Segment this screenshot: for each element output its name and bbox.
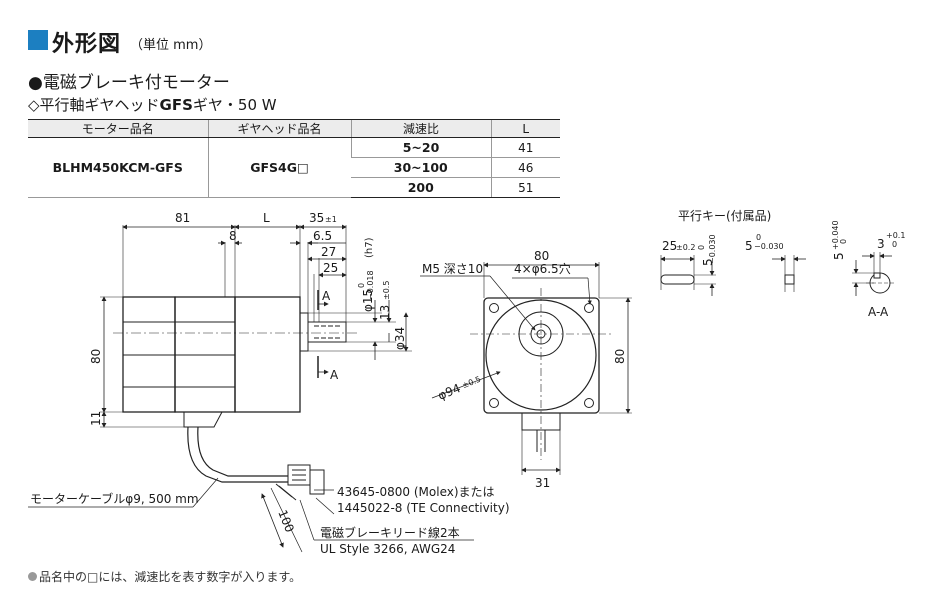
spec-table: モーター品名 ギヤヘッド品名 減速比 L BLHM450KCM-GFS GFS4… bbox=[28, 119, 560, 198]
brake-lead-label-1: 電磁ブレーキリード線2本 bbox=[320, 525, 460, 540]
table-row: BLHM450KCM-GFS GFS4G□ 5~20 41 bbox=[28, 137, 560, 198]
cell-ratio: 200 bbox=[351, 177, 491, 198]
footnote-text: 品名中の□には、減速比を表す数字が入ります。 bbox=[39, 570, 302, 584]
dim-11: 11 bbox=[89, 411, 103, 426]
dim-phi94: φ94 bbox=[436, 381, 463, 403]
unit-label: （単位 mm） bbox=[130, 38, 212, 53]
header-L: L bbox=[490, 119, 560, 138]
section-mark-a-top: A bbox=[322, 289, 331, 303]
dim-phi34: φ34 bbox=[393, 327, 407, 350]
cell-gear-name: GFS4G□ bbox=[207, 137, 351, 198]
side-view-motor bbox=[122, 296, 347, 428]
section-title-text: ●電磁ブレーキ付モーター bbox=[28, 73, 230, 93]
tol-phi15-lower: −0.018 bbox=[366, 270, 375, 300]
dim-35: 35 bbox=[309, 211, 324, 225]
table-row: 30~100 46 bbox=[28, 157, 560, 178]
m5-label: M5 深さ10 bbox=[422, 262, 483, 276]
connector-label-1: 43645-0800 (Molex)または bbox=[337, 485, 495, 499]
dim-L: L bbox=[263, 211, 270, 225]
dim-31: 31 bbox=[535, 476, 550, 490]
dim-25: 25 bbox=[323, 261, 338, 275]
dim-phi15: φ15 bbox=[361, 289, 375, 312]
dim-13: 13 bbox=[378, 305, 392, 320]
key-dim-5c: 5 bbox=[832, 252, 846, 260]
front-view-motor bbox=[483, 297, 600, 452]
cable-label: モーターケーブルφ9, 500 mm bbox=[30, 491, 199, 506]
key-title: 平行キー(付属品) bbox=[678, 209, 771, 223]
key-tol-5b-upper: 0 bbox=[756, 233, 761, 242]
section-subtitle: ◇平行軸ギヤヘッドGFSギヤ・50 W bbox=[28, 94, 277, 115]
header-gear-name: ギヤヘッド品名 bbox=[207, 119, 351, 138]
subtitle-bold: GFS bbox=[159, 96, 193, 114]
header-motor-name: モーター品名 bbox=[28, 119, 208, 138]
brake-lead-label-2: UL Style 3266, AWG24 bbox=[320, 542, 455, 556]
section-mark-a-bottom: A bbox=[330, 368, 339, 382]
key-dim-3: 3 bbox=[877, 237, 885, 251]
key-tol-3-lower: 0 bbox=[892, 240, 897, 249]
table-row: 200 51 bbox=[28, 177, 560, 198]
section-label-a-a: A-A bbox=[868, 305, 889, 319]
bullet-icon bbox=[28, 572, 37, 581]
connector-label-2: 1445022-8 (TE Connectivity) bbox=[337, 501, 510, 515]
tol-13: ±0.5 bbox=[382, 281, 391, 300]
key-tol-5a-lower: −0.030 bbox=[708, 234, 717, 264]
key-top-view bbox=[660, 274, 695, 285]
cell-ratio: 30~100 bbox=[351, 157, 491, 178]
dim-27: 27 bbox=[321, 245, 336, 259]
tol-35: ±1 bbox=[325, 215, 337, 224]
cell-L: 46 bbox=[490, 157, 560, 178]
tol-phi94: ±0.5 bbox=[461, 375, 482, 391]
key-dim-5b: 5 bbox=[745, 239, 753, 253]
spec-table-header-row: モーター品名 ギヤヘッド品名 減速比 L bbox=[28, 119, 560, 138]
hole-label: 4×φ6.5穴 bbox=[514, 261, 571, 276]
cell-L: 41 bbox=[490, 137, 560, 158]
key-tol-25: ±0.2 bbox=[676, 243, 695, 252]
key-dim-5a: 5 bbox=[701, 258, 715, 266]
key-tol-5c-lower: 0 bbox=[839, 239, 848, 244]
subtitle-prefix: ◇平行軸ギヤヘッド bbox=[28, 96, 160, 114]
key-tol-5c-upper: +0.040 bbox=[831, 220, 840, 250]
dim-80-right: 80 bbox=[613, 349, 627, 364]
section-title: ●電磁ブレーキ付モーター bbox=[28, 68, 230, 93]
tol-phi15-upper: 0 bbox=[357, 283, 366, 288]
subtitle-suffix: ギヤ・50 W bbox=[192, 96, 277, 114]
motor-cable bbox=[187, 426, 288, 483]
tol-phi15-fit: (h7) bbox=[364, 237, 375, 258]
header-ratio: 減速比 bbox=[350, 119, 491, 138]
dim-100: 100 bbox=[275, 508, 297, 534]
cell-motor-name: BLHM450KCM-GFS bbox=[28, 137, 208, 198]
dim-8: 8 bbox=[229, 229, 237, 243]
cell-L: 51 bbox=[490, 177, 560, 198]
key-dim-25: 25 bbox=[662, 239, 677, 253]
key-tol-5b-lower: −0.030 bbox=[754, 242, 784, 251]
footnote: 品名中の□には、減速比を表す数字が入ります。 bbox=[28, 568, 301, 585]
dim-6-5: 6.5 bbox=[313, 229, 332, 243]
page-title: 外形図 bbox=[52, 32, 122, 57]
dim-80-side: 80 bbox=[89, 349, 103, 364]
key-tol-5a-upper: 0 bbox=[697, 245, 706, 250]
dim-81: 81 bbox=[175, 211, 190, 225]
cell-ratio: 5~20 bbox=[350, 137, 491, 158]
key-tol-3-upper: +0.1 bbox=[886, 231, 905, 240]
title-marker-square bbox=[28, 30, 48, 50]
key-end-view bbox=[784, 274, 795, 285]
dim-80-front: 80 bbox=[534, 249, 549, 263]
